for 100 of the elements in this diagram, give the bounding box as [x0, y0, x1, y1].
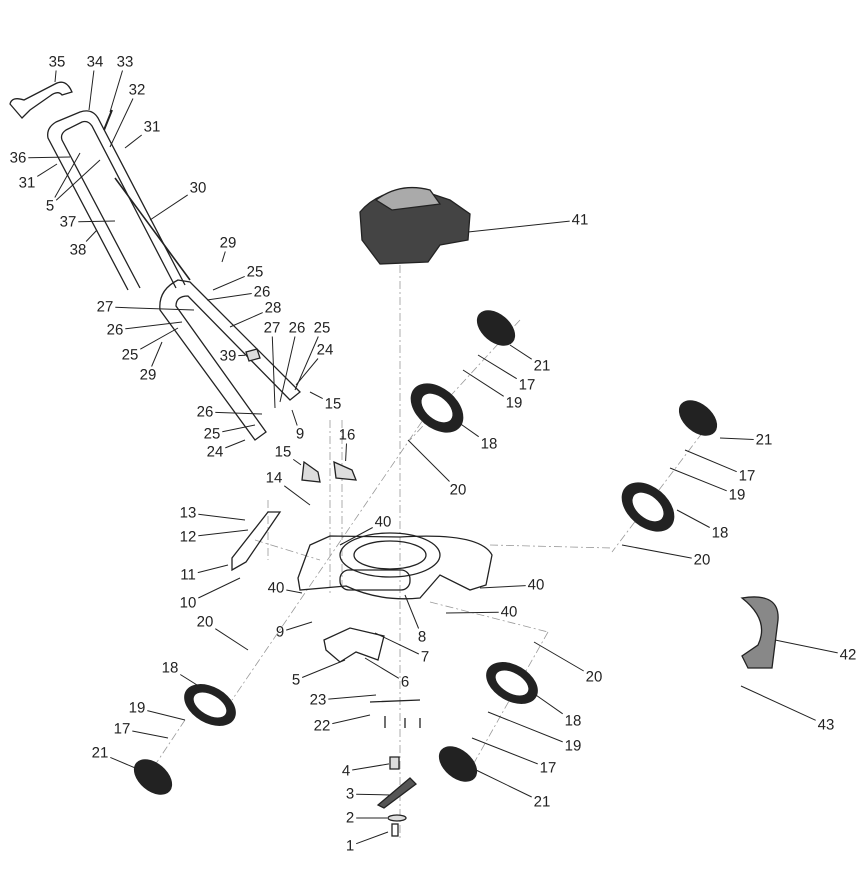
callout-number: 20 [692, 552, 712, 568]
leader-line [740, 686, 816, 721]
callout-number: 11 [179, 568, 197, 582]
callout-number: 19 [728, 488, 746, 502]
callout-number: 14 [264, 470, 284, 486]
leader-line [296, 358, 318, 386]
bracket-part [301, 460, 321, 483]
callout-number: 21 [532, 794, 552, 810]
leader-line [140, 328, 178, 350]
leader-line [480, 585, 526, 588]
leader-line [198, 578, 240, 598]
callout-number: 17 [738, 468, 756, 484]
callout-number: 35 [48, 54, 66, 70]
leader-line [294, 336, 319, 390]
callout-number: 29 [138, 368, 158, 382]
leader-line [132, 730, 168, 738]
leader-line [198, 514, 246, 520]
callout-number: 25 [202, 426, 222, 442]
callout-number: 5 [44, 198, 56, 214]
leader-line [534, 642, 584, 672]
callout-number: 20 [584, 670, 604, 684]
leader-line [352, 763, 390, 770]
callout-number: 10 [178, 596, 198, 610]
leader-line [230, 312, 264, 328]
callout-number: 25 [246, 264, 264, 280]
callout-number: 24 [206, 444, 224, 460]
leader-line [676, 510, 710, 528]
callout-number: 8 [416, 630, 428, 644]
leader-line [124, 322, 182, 330]
leader-line [332, 714, 370, 724]
leader-line [222, 251, 226, 262]
leader-line [286, 622, 312, 631]
callout-number: 17 [538, 760, 558, 776]
leader-line [36, 164, 58, 177]
leader-line [356, 832, 388, 844]
leader-line [214, 628, 248, 650]
leader-line [476, 770, 532, 798]
callout-number: 23 [308, 692, 328, 708]
callout-number: 25 [120, 348, 140, 362]
nut-part [389, 756, 400, 770]
callout-number: 21 [90, 746, 110, 760]
callout-number: 38 [68, 242, 88, 258]
leader-line [150, 194, 188, 220]
leader-line [684, 450, 738, 472]
callout-number: 31 [142, 120, 162, 134]
callout-number: 19 [504, 396, 524, 410]
leader-line [720, 438, 754, 440]
callout-number: 3 [344, 786, 356, 802]
callout-number: 18 [710, 526, 730, 540]
callout-number: 7 [420, 650, 430, 664]
callout-number: 13 [178, 506, 198, 520]
leader-line [286, 590, 302, 594]
callout-number: 40 [266, 580, 286, 596]
leader-line [468, 220, 570, 232]
bracket-part [245, 348, 261, 362]
leader-line [310, 392, 324, 400]
leader-line [446, 612, 500, 614]
leader-line [110, 98, 134, 148]
callout-number: 34 [86, 54, 104, 70]
callout-number: 22 [312, 718, 332, 734]
callout-number: 18 [480, 436, 498, 452]
leader-line [302, 660, 346, 678]
leader-line [224, 440, 246, 448]
callout-number: 18 [564, 714, 582, 728]
leader-line [238, 354, 246, 356]
leader-line [56, 160, 100, 201]
leader-line [472, 738, 538, 764]
callout-number: 15 [274, 444, 292, 460]
leader-line [222, 424, 256, 432]
callout-number: 21 [754, 432, 774, 448]
leader-line [86, 230, 98, 242]
callout-number: 42 [838, 648, 858, 662]
leader-line [114, 306, 194, 310]
leader-line [622, 544, 692, 559]
leader-line [284, 485, 310, 506]
callout-number: 27 [262, 320, 282, 336]
leader-line [151, 342, 162, 367]
callout-number: 16 [338, 428, 356, 442]
callout-number: 17 [518, 378, 536, 392]
callout-number: 9 [274, 624, 286, 640]
callout-number: 33 [116, 54, 134, 70]
leader-line [478, 354, 518, 380]
leader-line [292, 410, 298, 426]
callout-number: 2 [344, 810, 356, 826]
leader-line [340, 527, 374, 546]
leader-line [364, 658, 400, 679]
leader-line [54, 70, 57, 82]
leader-line [124, 134, 142, 148]
leader-line [54, 152, 80, 198]
leader-line [146, 710, 186, 720]
callout-number: 12 [178, 530, 198, 544]
leader-line [280, 336, 296, 402]
leader-line [345, 443, 347, 462]
callout-number: 36 [8, 150, 28, 166]
callout-number: 5 [290, 672, 302, 688]
washer-part [387, 814, 407, 822]
callout-number: 39 [218, 348, 238, 364]
callout-number: 24 [316, 342, 334, 358]
callout-number: 4 [340, 764, 352, 778]
callout-number: 19 [128, 700, 146, 716]
